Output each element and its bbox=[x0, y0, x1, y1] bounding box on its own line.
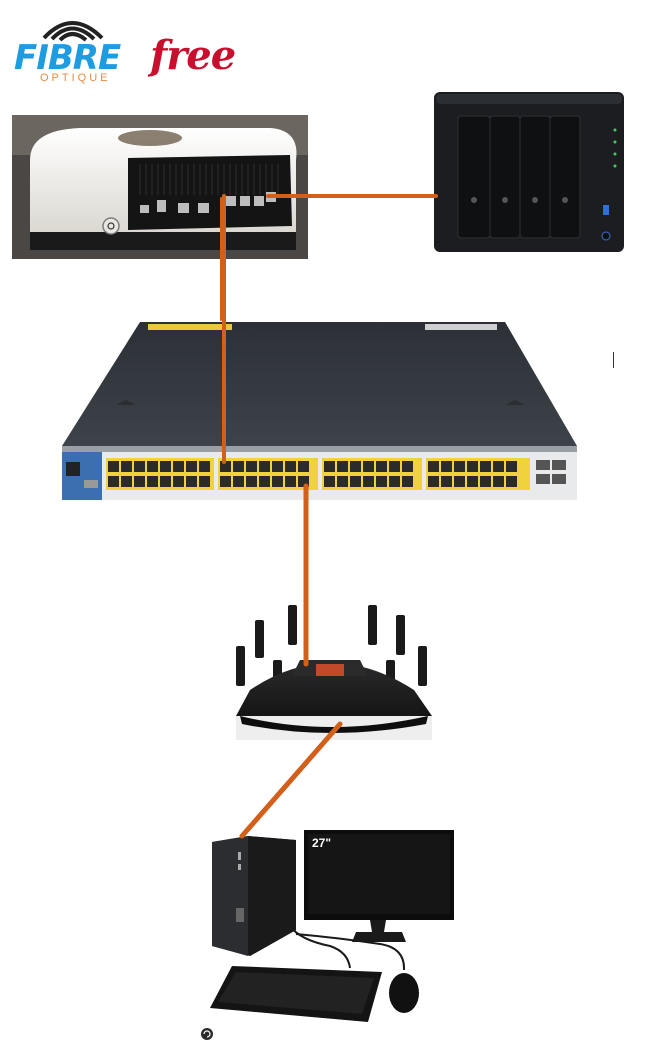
fibre-optique-logo: FIBRE OPTIQUE bbox=[14, 8, 134, 88]
nas-status-leds bbox=[613, 128, 617, 168]
optique-logo-text: OPTIQUE bbox=[40, 72, 111, 84]
switch-ports bbox=[106, 458, 566, 490]
cable-router-to-desktop bbox=[239, 721, 343, 839]
keyboard-cable bbox=[289, 925, 351, 969]
monitor-size-label: 27" bbox=[312, 836, 331, 850]
monitor: 27" bbox=[304, 830, 454, 942]
free-logo-text: free bbox=[150, 32, 236, 79]
desktop-tower bbox=[212, 836, 296, 956]
wifi-arcs-icon bbox=[42, 21, 104, 42]
mouse-cable bbox=[295, 933, 406, 971]
keyboard bbox=[210, 966, 382, 1022]
power-button-icon bbox=[102, 217, 120, 235]
freebox-router bbox=[12, 115, 308, 259]
freebox-vent bbox=[139, 164, 279, 195]
wifi-router bbox=[236, 605, 432, 740]
cables bbox=[220, 194, 438, 839]
reload-icon bbox=[201, 1028, 213, 1040]
network-switch bbox=[62, 322, 577, 500]
mouse bbox=[389, 973, 419, 1013]
fibre-logo-text: FIBRE bbox=[14, 38, 121, 78]
text-cursor bbox=[613, 352, 614, 368]
nas-drive-bays bbox=[457, 115, 581, 239]
nas-storage bbox=[434, 92, 624, 252]
